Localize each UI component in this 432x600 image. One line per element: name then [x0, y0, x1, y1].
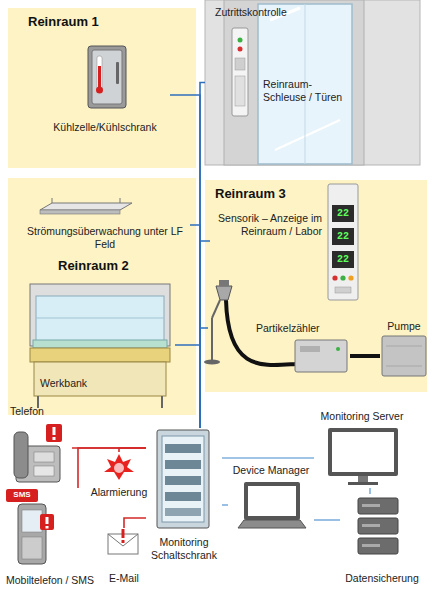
signal-line: [190, 225, 200, 428]
device-label: Mobiltelefon / SMS: [6, 574, 98, 587]
phone-icon: [14, 424, 62, 482]
data-backup: Datensicherung: [340, 494, 424, 587]
device-label: Kühlzelle/Kühlschrank: [40, 121, 170, 134]
signal-line: [119, 448, 146, 452]
door-airlock: ZutrittskontrolleReinraum- Schleuse / Tü…: [205, 0, 420, 165]
fridge-device: Kühlzelle/Kühlschrank: [40, 45, 170, 145]
particle-counter: Partikelzähler: [208, 282, 350, 374]
sensor-display-icon: [328, 184, 358, 300]
cabinet-icon: [157, 430, 209, 528]
device-label: Sensorik – Anzeige im Reinraum / Labor: [210, 212, 322, 237]
pump-icon: [382, 336, 426, 376]
room-heading: Reinraum 3: [215, 186, 335, 202]
signal-line: [314, 519, 340, 521]
sensor-display: Sensorik – Anzeige im Reinraum / Labor: [210, 182, 360, 300]
signal-line: [369, 488, 371, 494]
signal-line: [124, 518, 146, 528]
signal-line: [350, 354, 380, 358]
monitoring-cabinet: Monitoring Schaltschrank: [146, 428, 222, 568]
room-heading: Reinraum 1: [28, 14, 178, 30]
display-reading: 22: [332, 253, 354, 266]
device-label: Zutrittskontrolle: [215, 6, 325, 19]
flow-sensor: Strömungsüberwachung unter LF Feld: [20, 195, 190, 255]
flow-sensor-icon: [40, 198, 132, 214]
device-manager: Device Manager: [228, 464, 314, 542]
monitoring-server: Monitoring Server: [314, 410, 410, 488]
display-reading: 22: [332, 207, 354, 220]
device-label: Device Manager: [228, 464, 314, 477]
room-panel: [8, 178, 196, 415]
room-panel: [205, 180, 427, 392]
email: E-Mail: [102, 528, 146, 588]
device-label: Partikelzähler: [256, 322, 346, 335]
device-label: Pumpe: [380, 320, 428, 333]
device-label: Werkbank: [40, 377, 160, 390]
sms-badge: SMS: [6, 489, 38, 502]
fridge-icon: [88, 46, 126, 108]
device-label: Monitoring Server: [314, 410, 410, 423]
alarm-siren: Alarmierung: [88, 452, 150, 501]
server-monitor-icon: [328, 428, 398, 485]
room-panel: [8, 8, 196, 168]
signal-line: [78, 448, 146, 488]
device-label: Monitoring Schaltschrank: [146, 536, 222, 561]
siren-icon: [104, 454, 134, 480]
phone: Telefon: [10, 405, 72, 490]
laptop-icon: [238, 482, 306, 528]
room-panel: Strömungsüberwachung unter LF FeldWerkba…: [8, 178, 196, 415]
storage-icon: [358, 498, 398, 554]
signal-line: [222, 457, 314, 459]
pump: Pumpe: [380, 320, 428, 380]
mobile-icon: [6, 489, 54, 564]
device-label: Reinraum- Schleuse / Türen: [263, 78, 349, 103]
clean-bench: Werkbank: [25, 280, 175, 410]
signal-line: [200, 328, 208, 428]
device-label: Telefon: [10, 405, 72, 418]
email-icon: [108, 529, 138, 554]
signal-line: [200, 241, 210, 428]
room-panel: Kühlzelle/Kühlschrank Reinraum 1: [8, 8, 196, 168]
device-label: E-Mail: [102, 572, 146, 585]
particle-counter-icon: [204, 280, 347, 372]
device-label: Strömungsüberwachung unter LF Feld: [25, 225, 185, 250]
device-label: Alarmierung: [88, 486, 150, 499]
clean-bench-icon: [30, 284, 170, 408]
display-reading: 22: [332, 230, 354, 243]
room-heading: Reinraum 2: [58, 258, 178, 274]
device-label: Datensicherung: [340, 572, 424, 585]
signal-line: [170, 95, 200, 428]
door-illustration: [205, 0, 420, 165]
signal-line: [175, 345, 200, 428]
room-panel: Sensorik – Anzeige im Reinraum / LaborPa…: [205, 180, 427, 392]
signal-line: [222, 504, 228, 506]
mobile-phone: Mobiltelefon / SMS: [6, 488, 98, 589]
